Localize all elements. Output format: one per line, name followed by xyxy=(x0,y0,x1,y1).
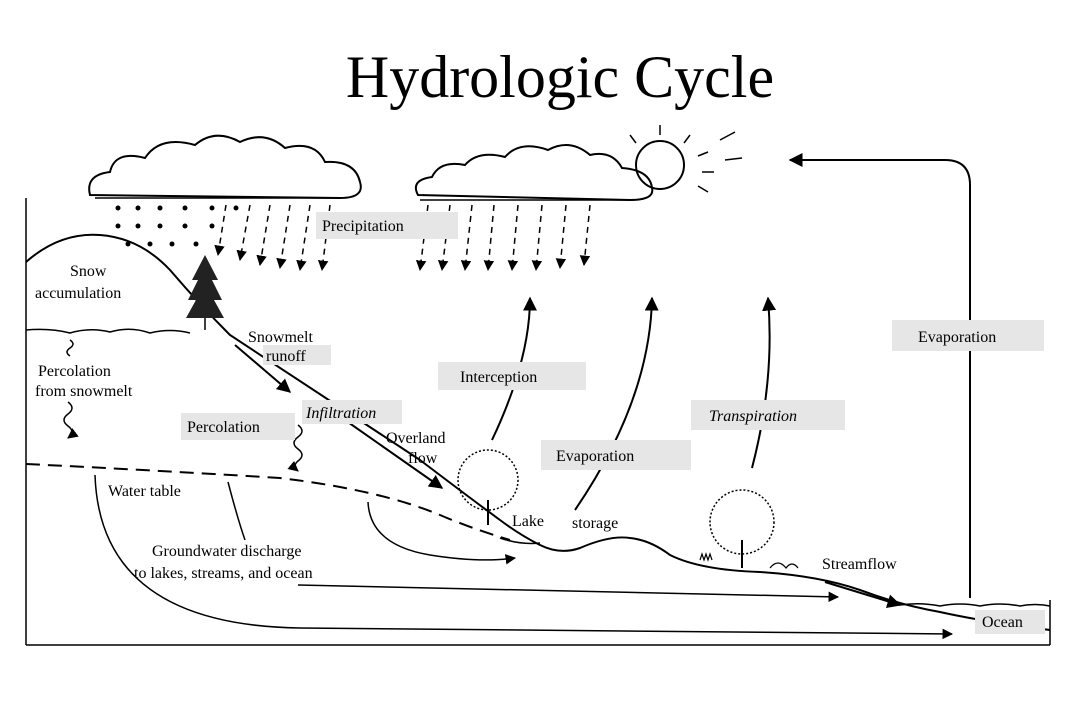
groundwater-label-2: to lakes, streams, and ocean xyxy=(134,565,313,582)
percolation-squiggle-snowmelt xyxy=(63,339,79,439)
water-table-label: Water table xyxy=(108,483,181,500)
transpiration-arrow xyxy=(751,296,777,469)
diagram-frame xyxy=(25,198,1051,646)
page-title: Hydrologic Cycle xyxy=(345,44,775,110)
percolation-snowmelt-label-1: Percolation xyxy=(38,363,111,380)
snowmelt-runoff-arrow xyxy=(234,344,292,393)
snow-accumulation-label-2: accumulation xyxy=(35,285,121,302)
streamflow-arrow xyxy=(824,581,902,608)
interception-label: Interception xyxy=(460,369,537,386)
rain-left xyxy=(214,204,331,272)
groundwater-label-1: Groundwater discharge xyxy=(152,543,301,560)
evaporation-lake-label: Evaporation xyxy=(556,448,634,465)
groundwater-flow-lines xyxy=(94,474,954,640)
percolation-label: Percolation xyxy=(187,419,260,436)
label-boxes xyxy=(181,212,1045,634)
snowfall-dots xyxy=(115,205,239,247)
water-table-line xyxy=(25,463,511,541)
ocean-label: Ocean xyxy=(982,614,1023,631)
sun-icon xyxy=(629,125,743,193)
land-profile xyxy=(25,233,1051,631)
snowmelt-runoff-label-2: runoff xyxy=(266,348,306,365)
cloud-right xyxy=(414,144,654,202)
snow-accumulation-label-1: Snow xyxy=(70,263,107,280)
pine-tree-icon xyxy=(186,255,224,330)
streamflow-label: Streamflow xyxy=(822,556,897,573)
percolation-snowmelt-label-2: from snowmelt xyxy=(35,383,133,400)
cloud-left xyxy=(88,134,362,200)
overland-flow-arrow xyxy=(344,419,444,489)
ocean-evaporation-arrow xyxy=(788,153,971,598)
overland-flow-label-2: flow xyxy=(408,450,438,467)
lake-storage-label-1: Lake xyxy=(512,513,544,530)
evaporation-lake-arrow xyxy=(574,296,659,511)
percolation-squiggle xyxy=(287,424,303,472)
precipitation-label: Precipitation xyxy=(322,218,404,235)
overland-flow-label-1: Overland xyxy=(386,430,446,447)
shrubs-icon xyxy=(699,552,799,569)
tree-lake-icon xyxy=(457,449,519,525)
infiltration-label: Infiltration xyxy=(305,405,376,422)
evaporation-ocean-label: Evaporation xyxy=(918,329,996,346)
tree-stream-icon xyxy=(709,489,775,568)
snowmelt-runoff-label-1: Snowmelt xyxy=(248,329,313,346)
transpiration-label: Transpiration xyxy=(709,408,797,425)
lake-storage-label-2: storage xyxy=(572,515,618,532)
